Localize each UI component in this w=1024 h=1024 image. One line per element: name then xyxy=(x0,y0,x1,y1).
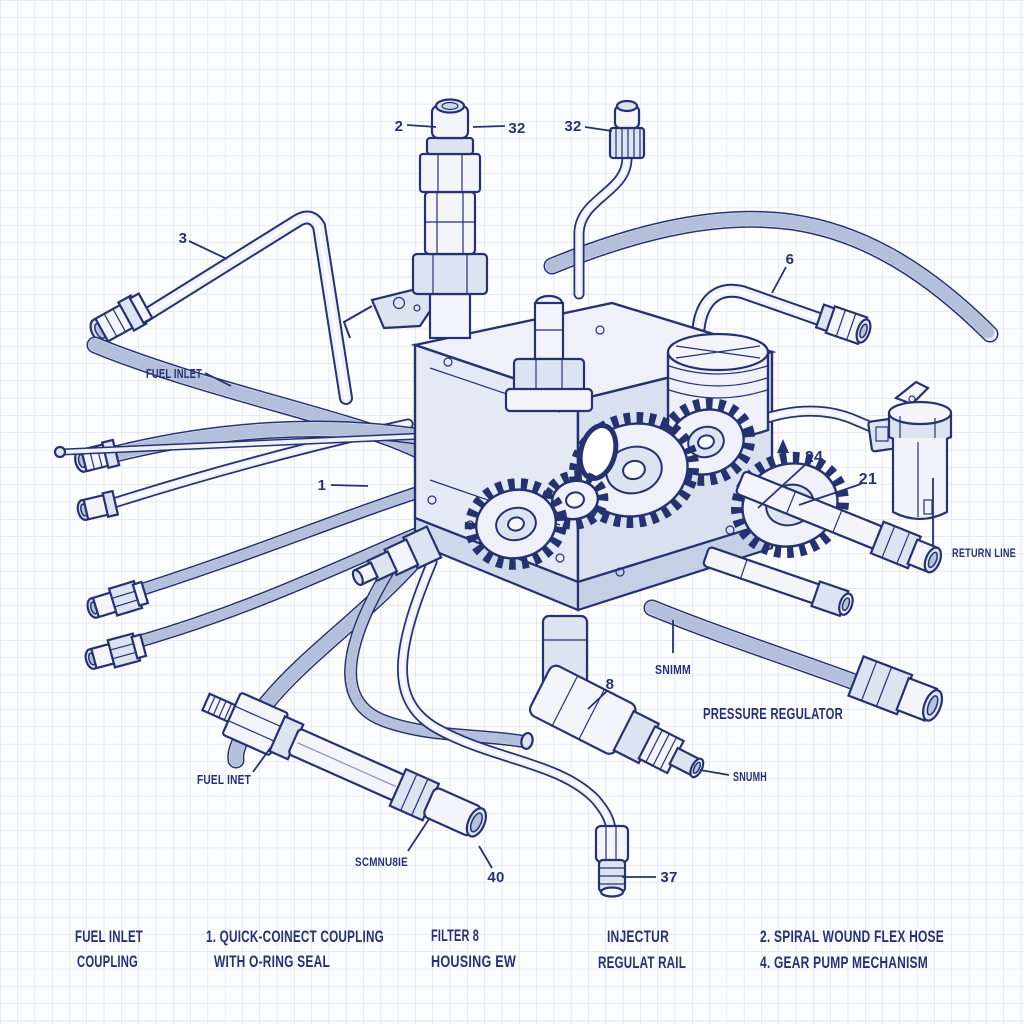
callout-leaders xyxy=(188,124,934,878)
left-tube-2 xyxy=(76,424,408,521)
label-return-line: RETURN LINE xyxy=(952,546,1016,560)
valve-stack xyxy=(504,294,594,413)
hose-end-fitting xyxy=(814,303,872,346)
legend: FUEL INLET COUPLING 1. QUICK-COINECT COU… xyxy=(75,926,944,972)
tie-rod xyxy=(53,432,428,459)
legend-col2-line2: WITH O-RING SEAL xyxy=(214,952,330,971)
banjo-fitting-32 xyxy=(579,99,646,294)
label-fuel-inlet: FUEL INLET xyxy=(146,366,202,381)
legend-col5-line1: 2. SPIRAL WOUND FLEX HOSE xyxy=(760,927,944,946)
s-hose-2 xyxy=(351,555,534,751)
gear-front xyxy=(464,478,568,570)
left-hose-3 xyxy=(86,486,438,619)
elbow-pipe-3 xyxy=(89,217,346,398)
callout-24: 24 xyxy=(805,449,823,466)
legend-col3-line2: HOUSING EW xyxy=(431,952,516,971)
drive-shaft xyxy=(351,525,443,587)
legend-col1-line1: FUEL INLET xyxy=(75,927,143,946)
label-fuel-inet: FUEL INET xyxy=(197,772,251,787)
lower-right-hose xyxy=(652,608,944,722)
label-pressure-regulator: PRESSURE REGULATOR xyxy=(703,706,843,723)
callout-8: 8 xyxy=(606,676,615,693)
callout-32b: 32 xyxy=(564,118,581,135)
fuel-inlet-coupling-part xyxy=(200,692,488,838)
legend-col4-line1: INJECTUR xyxy=(607,927,669,946)
left-hose-4 xyxy=(84,524,440,670)
quick-connect-coupling-2 xyxy=(411,98,489,340)
legend-col2-line1: 1. QUICK-COINECT COUPLING xyxy=(206,927,384,946)
label-snumh: SNUMH xyxy=(733,769,767,784)
mid-tube xyxy=(702,546,854,618)
legend-col5-line2: 4. GEAR PUMP MECHANISM xyxy=(760,953,928,972)
legend-col4-line2: REGULAT RAIL xyxy=(598,953,686,972)
callout-32a: 32 xyxy=(508,120,525,137)
callout-6: 6 xyxy=(786,251,795,268)
callout-40: 40 xyxy=(487,869,504,886)
legend-col1-line2: COUPLING xyxy=(77,952,138,971)
pipe-6 xyxy=(698,291,872,346)
hose-end-fitting-37 xyxy=(594,824,630,898)
label-scmnu8ie: SCMNU8IE xyxy=(355,855,408,869)
callout-21: 21 xyxy=(859,471,877,488)
callout-1: 1 xyxy=(318,477,327,494)
label-snimm: SNIMM xyxy=(655,662,691,677)
pressure-regulator-body xyxy=(528,664,705,779)
callout-3: 3 xyxy=(179,230,188,247)
callout-37: 37 xyxy=(660,869,677,886)
callout-2: 2 xyxy=(395,118,404,135)
legend-col3-line1: FILTER 8 xyxy=(431,926,479,945)
pipe-3-ferrule xyxy=(89,292,154,345)
